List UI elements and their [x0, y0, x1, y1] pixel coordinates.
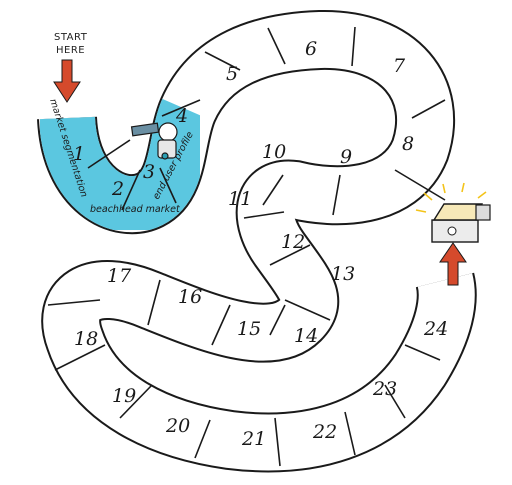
- finish-arrow-icon: [439, 242, 467, 286]
- start-label-line1: START: [54, 32, 88, 43]
- space-2-label: beachhead market: [90, 204, 181, 215]
- space-13: 13: [331, 263, 355, 285]
- space-15: 15: [237, 318, 261, 340]
- treasure-chest-icon: [415, 182, 491, 243]
- space-14: 14: [294, 325, 318, 347]
- space-8: 8: [402, 133, 414, 155]
- highlighted-track: [40, 98, 200, 230]
- space-10: 10: [262, 141, 286, 163]
- space-3: 3: [143, 161, 155, 183]
- space-12: 12: [281, 231, 305, 253]
- space-7: 7: [393, 55, 406, 77]
- space-18: 18: [74, 328, 98, 350]
- space-6: 6: [305, 38, 317, 60]
- start-arrow-icon: [53, 59, 81, 103]
- space-20: 20: [165, 415, 190, 437]
- space-dividers: [47, 26, 446, 467]
- space-9: 9: [340, 146, 352, 168]
- space-5: 5: [226, 63, 238, 85]
- space-16: 16: [178, 286, 202, 308]
- start-label-line2: HERE: [56, 45, 85, 56]
- space-17: 17: [107, 265, 132, 287]
- space-2: 2: [111, 178, 124, 200]
- space-22: 22: [312, 421, 337, 443]
- space-23: 23: [372, 378, 397, 400]
- space-19: 19: [112, 385, 136, 407]
- space-1: 1: [73, 143, 85, 165]
- space-24: 24: [423, 318, 448, 340]
- explorer-with-telescope-icon: [130, 122, 178, 160]
- space-21: 21: [241, 428, 266, 450]
- space-numbers: 1 2 3 4 5 6 7 8 9 10 11 12 13 14 15 16 1…: [73, 38, 448, 450]
- space-4: 4: [175, 105, 188, 127]
- space-11: 11: [228, 188, 252, 210]
